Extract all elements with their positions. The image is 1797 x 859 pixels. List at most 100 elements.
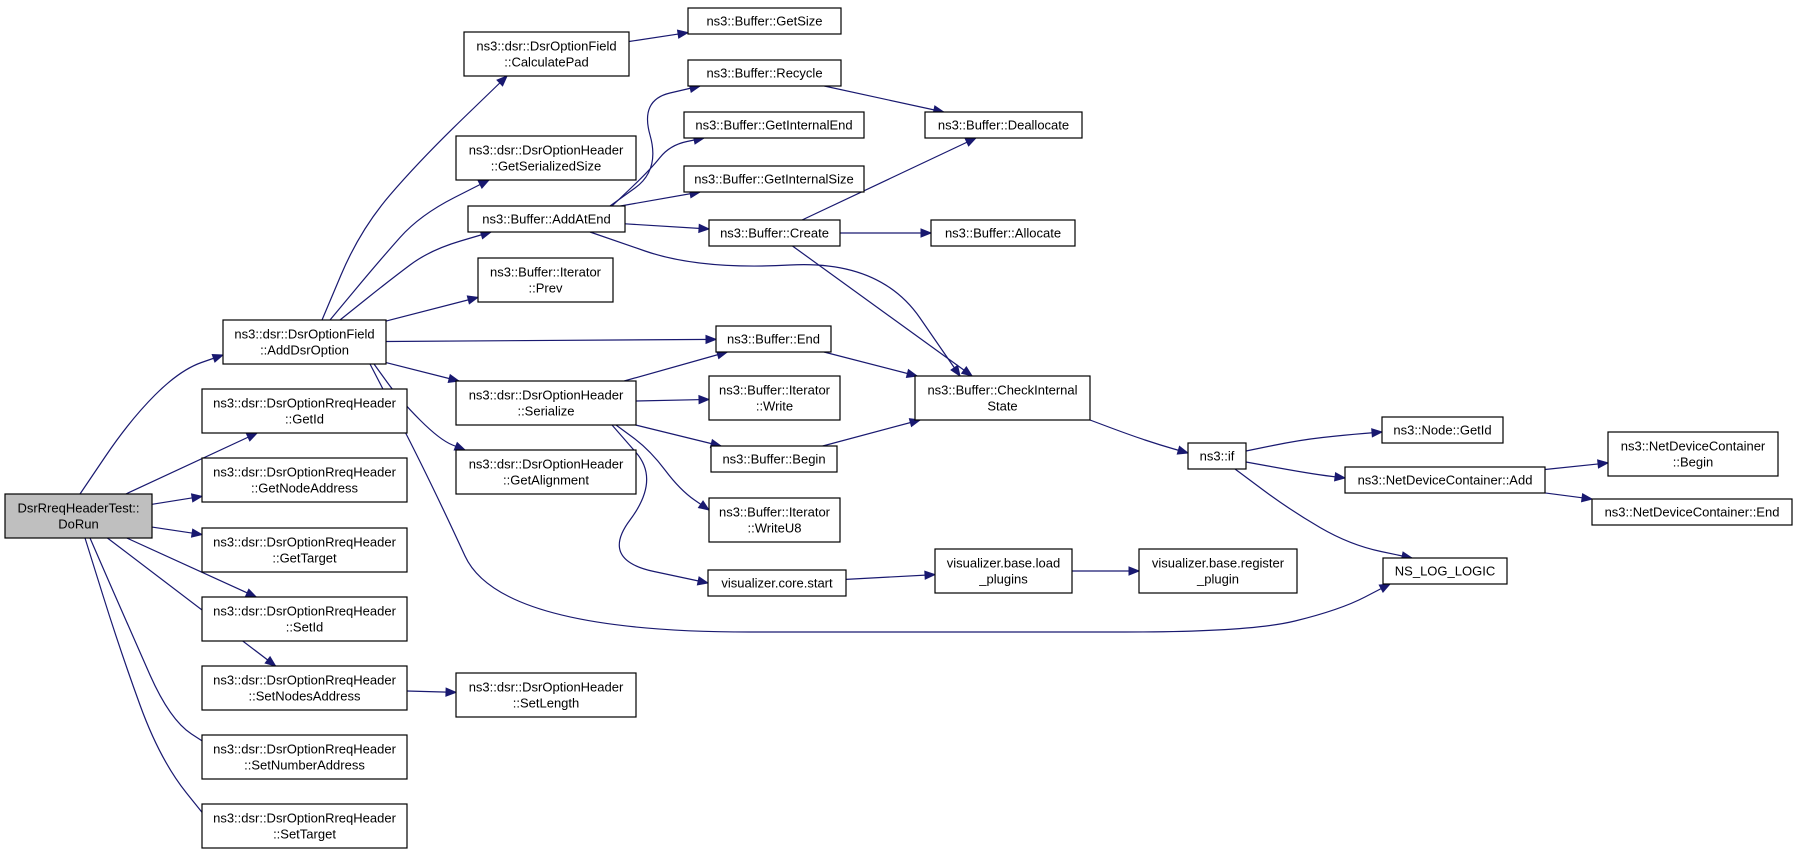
node-ns3_if[interactable]: ns3::if — [1187, 442, 1247, 470]
node-allocate[interactable]: ns3::Buffer::Allocate — [930, 219, 1076, 247]
node-allocate-label-0: ns3::Buffer::Allocate — [945, 226, 1061, 241]
node-create-box[interactable] — [708, 219, 841, 247]
node-rreq_setnumberaddress-label-1: ::SetNumberAddress — [244, 758, 365, 773]
node-header_serialize-label-0: ns3::dsr::DsrOptionHeader — [469, 388, 624, 403]
node-ndc_end-box[interactable] — [1591, 498, 1793, 526]
node-buf_end[interactable]: ns3::Buffer::End — [715, 325, 832, 353]
node-iter_write-box[interactable] — [708, 375, 841, 421]
node-log_logic-box[interactable] — [1382, 557, 1508, 585]
node-iter_prev[interactable]: ns3::Buffer::Iterator::Prev — [477, 257, 614, 303]
node-adddsroption-box[interactable] — [222, 319, 387, 365]
edge-checkinternalstate-to-ns3_if — [1089, 419, 1189, 454]
node-iter_prev-box[interactable] — [477, 257, 614, 303]
arrowhead-ns3_if-to-ndc_add — [1334, 472, 1347, 482]
node-addatend[interactable]: ns3::Buffer::AddAtEnd — [467, 205, 626, 233]
node-buf_begin[interactable]: ns3::Buffer::Begin — [710, 445, 838, 473]
node-ndc_add-box[interactable] — [1344, 466, 1546, 494]
arrowhead-addatend-to-create — [698, 223, 711, 234]
node-node_getid-box[interactable] — [1381, 416, 1504, 444]
edge-buf_end-to-checkinternalstate — [823, 351, 918, 377]
node-rreq_gettarget-box[interactable] — [201, 527, 408, 573]
node-header_serialize-label-1: ::Serialize — [517, 404, 574, 419]
node-rreq_getnodeaddress-box[interactable] — [201, 457, 408, 503]
arrowhead-ndc_add-to-ndc_begin — [1597, 459, 1610, 469]
node-rreq_setid-box[interactable] — [201, 596, 408, 642]
node-checkinternalstate-box[interactable] — [914, 375, 1091, 421]
node-iter_write-label-1: ::Write — [756, 399, 793, 414]
node-rreq_gettarget[interactable]: ns3::dsr::DsrOptionRreqHeader::GetTarget — [201, 527, 408, 573]
node-recycle[interactable]: ns3::Buffer::Recycle — [687, 59, 842, 87]
node-getinternalend[interactable]: ns3::Buffer::GetInternalEnd — [683, 111, 865, 139]
node-buf_end-box[interactable] — [715, 325, 832, 353]
node-viz_start[interactable]: visualizer.core.start — [707, 569, 847, 597]
node-getsize-box[interactable] — [687, 7, 842, 35]
node-adddsroption[interactable]: ns3::dsr::DsrOptionField::AddDsrOption — [222, 319, 387, 365]
node-viz_load[interactable]: visualizer.base.load_plugins — [934, 548, 1073, 594]
arrowhead-dorun-to-rreq_setid — [244, 588, 258, 598]
node-recycle-box[interactable] — [687, 59, 842, 87]
node-calculatepad-label-0: ns3::dsr::DsrOptionField — [476, 39, 616, 54]
node-getsize[interactable]: ns3::Buffer::GetSize — [687, 7, 842, 35]
node-viz_load-box[interactable] — [934, 548, 1073, 594]
node-ns3_if-box[interactable] — [1187, 442, 1247, 470]
arrowhead-adddsroption-to-buf_end — [705, 334, 718, 345]
node-iter_writeu8-box[interactable] — [708, 497, 841, 543]
node-rreq_settarget-box[interactable] — [201, 803, 408, 849]
node-setlength[interactable]: ns3::dsr::DsrOptionHeader::SetLength — [455, 672, 637, 718]
edge-addatend-to-create — [624, 223, 710, 230]
nodes-layer: DsrRreqHeaderTest::DoRunns3::dsr::DsrOpt… — [4, 7, 1793, 849]
node-rreq_setnumberaddress[interactable]: ns3::dsr::DsrOptionRreqHeader::SetNumber… — [201, 734, 408, 780]
node-ndc_add[interactable]: ns3::NetDeviceContainer::Add — [1344, 466, 1546, 494]
node-rreq_setid[interactable]: ns3::dsr::DsrOptionRreqHeader::SetId — [201, 596, 408, 642]
edge-header_serialize-to-buf_begin — [635, 424, 722, 447]
arrowhead-viz_load-to-viz_register — [1128, 566, 1141, 576]
node-addatend-box[interactable] — [467, 205, 626, 233]
node-ndc_begin-label-1: ::Begin — [1673, 455, 1713, 470]
node-iter_write[interactable]: ns3::Buffer::Iterator::Write — [708, 375, 841, 421]
arrowhead-dorun-to-rreq_getid — [245, 432, 259, 442]
node-rreq_gettarget-label-0: ns3::dsr::DsrOptionRreqHeader — [213, 535, 396, 550]
node-allocate-box[interactable] — [930, 219, 1076, 247]
node-getinternalsize[interactable]: ns3::Buffer::GetInternalSize — [683, 165, 865, 193]
node-rreq_setnodesaddress-box[interactable] — [201, 665, 408, 711]
node-getserializedsize[interactable]: ns3::dsr::DsrOptionHeader::GetSerialized… — [455, 135, 637, 181]
node-viz_register-box[interactable] — [1138, 548, 1298, 594]
edge-ns3_if-to-node_getid — [1245, 431, 1383, 452]
node-deallocate-box[interactable] — [924, 111, 1083, 139]
node-rreq_settarget[interactable]: ns3::dsr::DsrOptionRreqHeader::SetTarget — [201, 803, 408, 849]
node-getalignment[interactable]: ns3::dsr::DsrOptionHeader::GetAlignment — [455, 449, 637, 495]
node-rreq_setnodesaddress[interactable]: ns3::dsr::DsrOptionRreqHeader::SetNodesA… — [201, 665, 408, 711]
node-iter_writeu8[interactable]: ns3::Buffer::Iterator::WriteU8 — [708, 497, 841, 543]
node-calculatepad[interactable]: ns3::dsr::DsrOptionField::CalculatePad — [463, 31, 630, 77]
node-viz_start-box[interactable] — [707, 569, 847, 597]
node-dorun[interactable]: DsrRreqHeaderTest::DoRun — [4, 493, 153, 539]
node-rreq_getid-box[interactable] — [201, 388, 408, 434]
node-adddsroption-label-0: ns3::dsr::DsrOptionField — [234, 327, 374, 342]
node-create[interactable]: ns3::Buffer::Create — [708, 219, 841, 247]
node-rreq_getid-label-1: ::GetId — [285, 412, 324, 427]
node-ndc_begin[interactable]: ns3::NetDeviceContainer::Begin — [1607, 431, 1779, 477]
node-header_serialize-box[interactable] — [455, 380, 637, 426]
node-calculatepad-box[interactable] — [463, 31, 630, 77]
node-buf_begin-box[interactable] — [710, 445, 838, 473]
node-header_serialize[interactable]: ns3::dsr::DsrOptionHeader::Serialize — [455, 380, 637, 426]
node-deallocate[interactable]: ns3::Buffer::Deallocate — [924, 111, 1083, 139]
node-rreq_getnodeaddress[interactable]: ns3::dsr::DsrOptionRreqHeader::GetNodeAd… — [201, 457, 408, 503]
node-ndc_end[interactable]: ns3::NetDeviceContainer::End — [1591, 498, 1793, 526]
node-dorun-box[interactable] — [4, 493, 153, 539]
node-log_logic[interactable]: NS_LOG_LOGIC — [1382, 557, 1508, 585]
node-iter_writeu8-label-1: ::WriteU8 — [748, 521, 802, 536]
node-node_getid[interactable]: ns3::Node::GetId — [1381, 416, 1504, 444]
node-rreq_setnumberaddress-box[interactable] — [201, 734, 408, 780]
node-getserializedsize-box[interactable] — [455, 135, 637, 181]
node-rreq_getid[interactable]: ns3::dsr::DsrOptionRreqHeader::GetId — [201, 388, 408, 434]
node-setlength-box[interactable] — [455, 672, 637, 718]
node-getinternalsize-box[interactable] — [683, 165, 865, 193]
node-getinternalend-box[interactable] — [683, 111, 865, 139]
node-ndc_begin-box[interactable] — [1607, 431, 1779, 477]
arrowhead-adddsroption-to-getserializedsize — [477, 179, 491, 189]
node-getalignment-box[interactable] — [455, 449, 637, 495]
node-viz_register[interactable]: visualizer.base.register_plugin — [1138, 548, 1298, 594]
node-rreq_getnodeaddress-label-1: ::GetNodeAddress — [251, 481, 358, 496]
